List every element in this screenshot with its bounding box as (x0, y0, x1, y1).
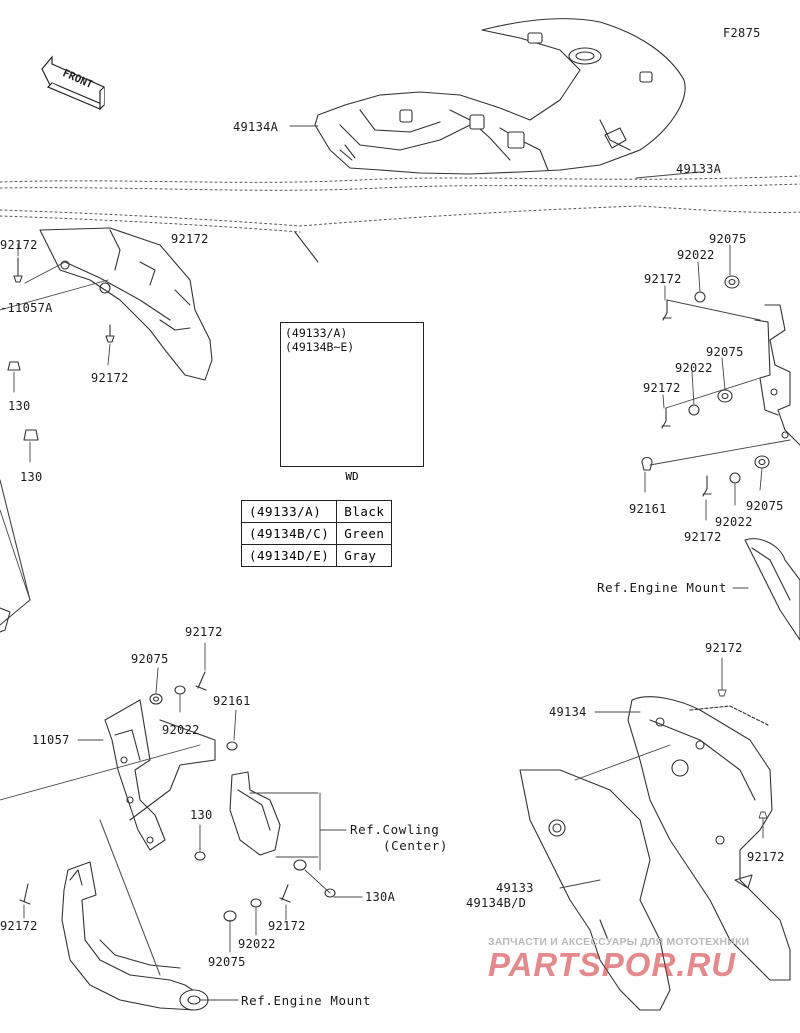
ref-cowling-line1: Ref.Cowling (350, 822, 440, 837)
part-label-92172-top-left-3: 92172 (91, 371, 129, 385)
color-code: (49134B/C) (240, 522, 338, 545)
break-line (0, 175, 800, 233)
inset-caption: WD (345, 470, 359, 483)
right-fasteners (641, 275, 770, 497)
part-label-49133: 49133 (496, 881, 534, 895)
color-table-row: (49134B/C) Green (240, 522, 393, 545)
part-label-92022-c: 92022 (715, 515, 753, 529)
leader-lines-bottom (0, 642, 363, 1001)
watermark-logo: PARTSPOR.RU (488, 946, 737, 983)
part-label-92172-bottom-left: 92172 (0, 919, 38, 933)
part-label-92161-bottom: 92161 (213, 694, 251, 708)
part-label-92075-c: 92075 (746, 499, 784, 513)
color-name: Green (336, 522, 393, 545)
part-label-92075-a: 92075 (709, 232, 747, 246)
watermark: ЗАПЧАСТИ И АКСЕССУАРЫ ДЛЯ МОТОТЕХНИКИ PA… (488, 936, 749, 984)
side-cowling-drawing (519, 696, 791, 1011)
part-label-11057A: -11057A (0, 301, 53, 315)
part-label-92022-bottom-low: 92022 (238, 937, 276, 951)
color-table: (49133/A) Black (49134B/C) Green (49134D… (240, 500, 393, 567)
part-label-92172-top-left: 92172 (0, 238, 38, 252)
part-label-92022-b: 92022 (675, 361, 713, 375)
decal-inset-box: (49133/A) (49134B~E) WD (280, 322, 424, 483)
part-label-92022-bottom: 92022 (162, 723, 200, 737)
part-label-49134BD: 49134B/D (466, 896, 527, 910)
color-table-row: (49133/A) Black (240, 500, 393, 523)
front-direction-indicator: FRONT (38, 55, 108, 121)
color-code: (49134D/E) (240, 544, 338, 567)
figure-code: F2875 (723, 26, 761, 40)
part-label-130-b: 130 (20, 470, 43, 484)
part-label-92172-top-left-2: 92172 (171, 232, 209, 246)
part-label-92172-a: 92172 (644, 272, 682, 286)
ref-engine-mount-bottom: Ref.Engine Mount (241, 993, 372, 1008)
part-label-92172-bottom-right: 92172 (705, 641, 743, 655)
left-bracket-drawing (39, 227, 319, 381)
part-label-11057: 11057 (32, 733, 70, 747)
ref-engine-mount-top: Ref.Engine Mount (597, 580, 728, 595)
watermark-tagline: ЗАПЧАСТИ И АКСЕССУАРЫ ДЛЯ МОТОТЕХНИКИ (488, 936, 750, 948)
front-arrow-icon: FRONT (41, 55, 105, 111)
part-label-92172-b: 92172 (643, 381, 681, 395)
part-label-92161-right: 92161 (629, 502, 667, 516)
leader-lines-top-left (0, 125, 701, 601)
part-label-92075-bottom-low: 92075 (208, 955, 246, 969)
color-name: Black (336, 500, 393, 523)
left-fasteners (0, 257, 115, 633)
engine-mount-frame-drawing (61, 719, 216, 1011)
part-label-130-a: 130 (8, 399, 31, 413)
part-label-49133A: 49133A (676, 162, 722, 176)
part-label-130A: 130A (365, 890, 396, 904)
part-label-92172-c: 92172 (684, 530, 722, 544)
part-label-130: 130 (190, 808, 213, 822)
part-label-92172-bottom-top: 92172 (185, 625, 223, 639)
part-label-92075-b: 92075 (706, 345, 744, 359)
leader-lines-right (644, 244, 791, 589)
part-label-49134: 49134 (549, 705, 587, 719)
part-label-92075-bottom: 92075 (131, 652, 169, 666)
color-code: (49133/A) (240, 500, 338, 523)
color-table-row: (49134D/E) Gray (240, 544, 393, 567)
ref-cowling-line2: (Center) (383, 838, 449, 853)
inset-line2: (49134B~E) (285, 340, 355, 354)
color-name: Gray (336, 544, 393, 567)
part-label-92022-a: 92022 (677, 248, 715, 262)
upper-cowling-drawing (314, 18, 686, 175)
leader-lines-bottom-right (559, 657, 768, 889)
right-stay-drawing (744, 304, 800, 641)
part-label-92172-bottom-right-2: 92172 (747, 850, 785, 864)
part-label-92172-bottom-low: 92172 (268, 919, 306, 933)
part-label-49134A: 49134A (233, 120, 279, 134)
inset-line1: (49133/A) (285, 326, 348, 340)
